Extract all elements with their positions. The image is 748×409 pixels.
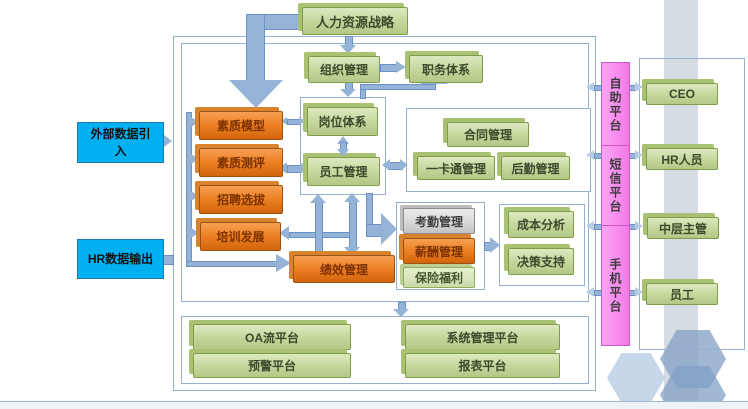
node-salary-mgmt: 薪酬管理 (403, 238, 475, 264)
channel-label: 手机平台 (608, 257, 622, 314)
node-role-ceo: CEO (646, 83, 718, 105)
node-insurance-welfare: 保险福利 (403, 267, 475, 288)
node-external-data-input: 外部数据引入 (77, 122, 164, 163)
channel-sms-platform: 短信平台 (601, 145, 630, 227)
arrowhead-up-icon (310, 194, 326, 203)
node-decision-support: 决策支持 (508, 248, 574, 275)
arrowhead-right-icon (635, 150, 643, 160)
footer-strip (0, 402, 748, 409)
arrowhead-right-icon (400, 159, 408, 171)
arrowhead-left-icon (382, 159, 390, 171)
channel-self-service-platform: 自助平台 (601, 62, 630, 147)
arrowhead-left-icon (586, 150, 594, 160)
node-competency-model: 素质模型 (199, 111, 283, 140)
node-org-mgmt: 组织管理 (308, 56, 380, 83)
arrowhead-right-icon (490, 237, 500, 253)
footer-divider-line (0, 401, 748, 402)
node-card-mgmt: 一卡通管理 (417, 156, 495, 180)
node-post-system: 岗位体系 (307, 107, 378, 136)
node-contract-mgmt: 合同管理 (447, 122, 529, 147)
arrowhead-right-icon (276, 254, 291, 272)
arrowhead-right-icon (299, 117, 305, 125)
arrowhead-right-icon (191, 228, 199, 238)
platforms-frame (181, 316, 589, 384)
arrowhead-right-icon (635, 221, 643, 231)
node-role-hr-staff: HR人员 (646, 148, 718, 170)
arrowhead-down-icon (340, 45, 356, 54)
node-role-middle-manager: 中层主管 (647, 217, 719, 239)
arrowhead-right-icon (191, 154, 199, 164)
talent-rail (186, 261, 278, 267)
node-role-employee: 员工 (646, 283, 718, 305)
node-oa-platform: OA流平台 (193, 324, 351, 350)
big-arrowhead-right-icon (381, 213, 397, 245)
big-arrowhead-down-icon (229, 80, 283, 108)
arrowhead-left-icon (586, 82, 594, 92)
arrowhead-up-icon (337, 136, 349, 144)
node-hr-data-output: HR数据输出 (77, 239, 164, 279)
node-hr-strategy: 人力资源战略 (302, 7, 408, 35)
connector (360, 84, 436, 90)
roles-frame (639, 58, 745, 350)
arrowhead-down-icon (344, 247, 360, 256)
channel-label: 短信平台 (608, 158, 622, 214)
arrowhead-right-icon (191, 191, 199, 201)
node-training-development: 培训发展 (200, 222, 281, 251)
arrowhead-up-icon (344, 193, 360, 202)
arrowhead-right-icon (635, 82, 643, 92)
talent-rail (186, 112, 192, 267)
arrowhead-left-icon (586, 287, 594, 297)
arrowhead-left-icon (279, 162, 287, 174)
arrowhead-down-icon (337, 149, 349, 157)
node-performance-mgmt: 绩效管理 (293, 255, 395, 283)
node-logistics-mgmt: 后勤管理 (501, 156, 570, 180)
hexagon-decoration (607, 353, 665, 403)
arrowhead-left-icon (279, 226, 289, 240)
node-competency-assessment: 素质测评 (199, 148, 283, 177)
arrowhead-right-icon (300, 162, 308, 174)
node-employee-mgmt: 员工管理 (307, 157, 380, 186)
node-report-platform: 报表平台 (405, 353, 560, 378)
arrowhead-right-icon (191, 117, 199, 127)
node-alert-platform: 预警平台 (193, 353, 351, 378)
arrowhead-down-icon (340, 89, 356, 97)
arrowhead-right-icon (396, 61, 406, 73)
arrowhead-right-icon (635, 287, 643, 297)
channel-mobile-platform: 手机平台 (601, 225, 630, 346)
connector (315, 202, 323, 257)
outer-frame (173, 36, 596, 391)
node-recruitment-selection: 招聘选拔 (199, 185, 283, 214)
arrowhead-down-icon (393, 309, 409, 317)
strategy-elbow-connector (246, 14, 265, 82)
node-cost-analysis: 成本分析 (508, 211, 574, 238)
connector (349, 201, 357, 250)
node-attendance-mgmt: 考勤管理 (403, 208, 475, 234)
arrowhead-left-icon (586, 221, 594, 231)
node-system-mgmt-platform: 系统管理平台 (405, 324, 560, 350)
node-duty-system: 职务体系 (409, 55, 483, 83)
arrowhead-left-icon (281, 117, 287, 125)
channel-label: 自助平台 (608, 76, 622, 133)
